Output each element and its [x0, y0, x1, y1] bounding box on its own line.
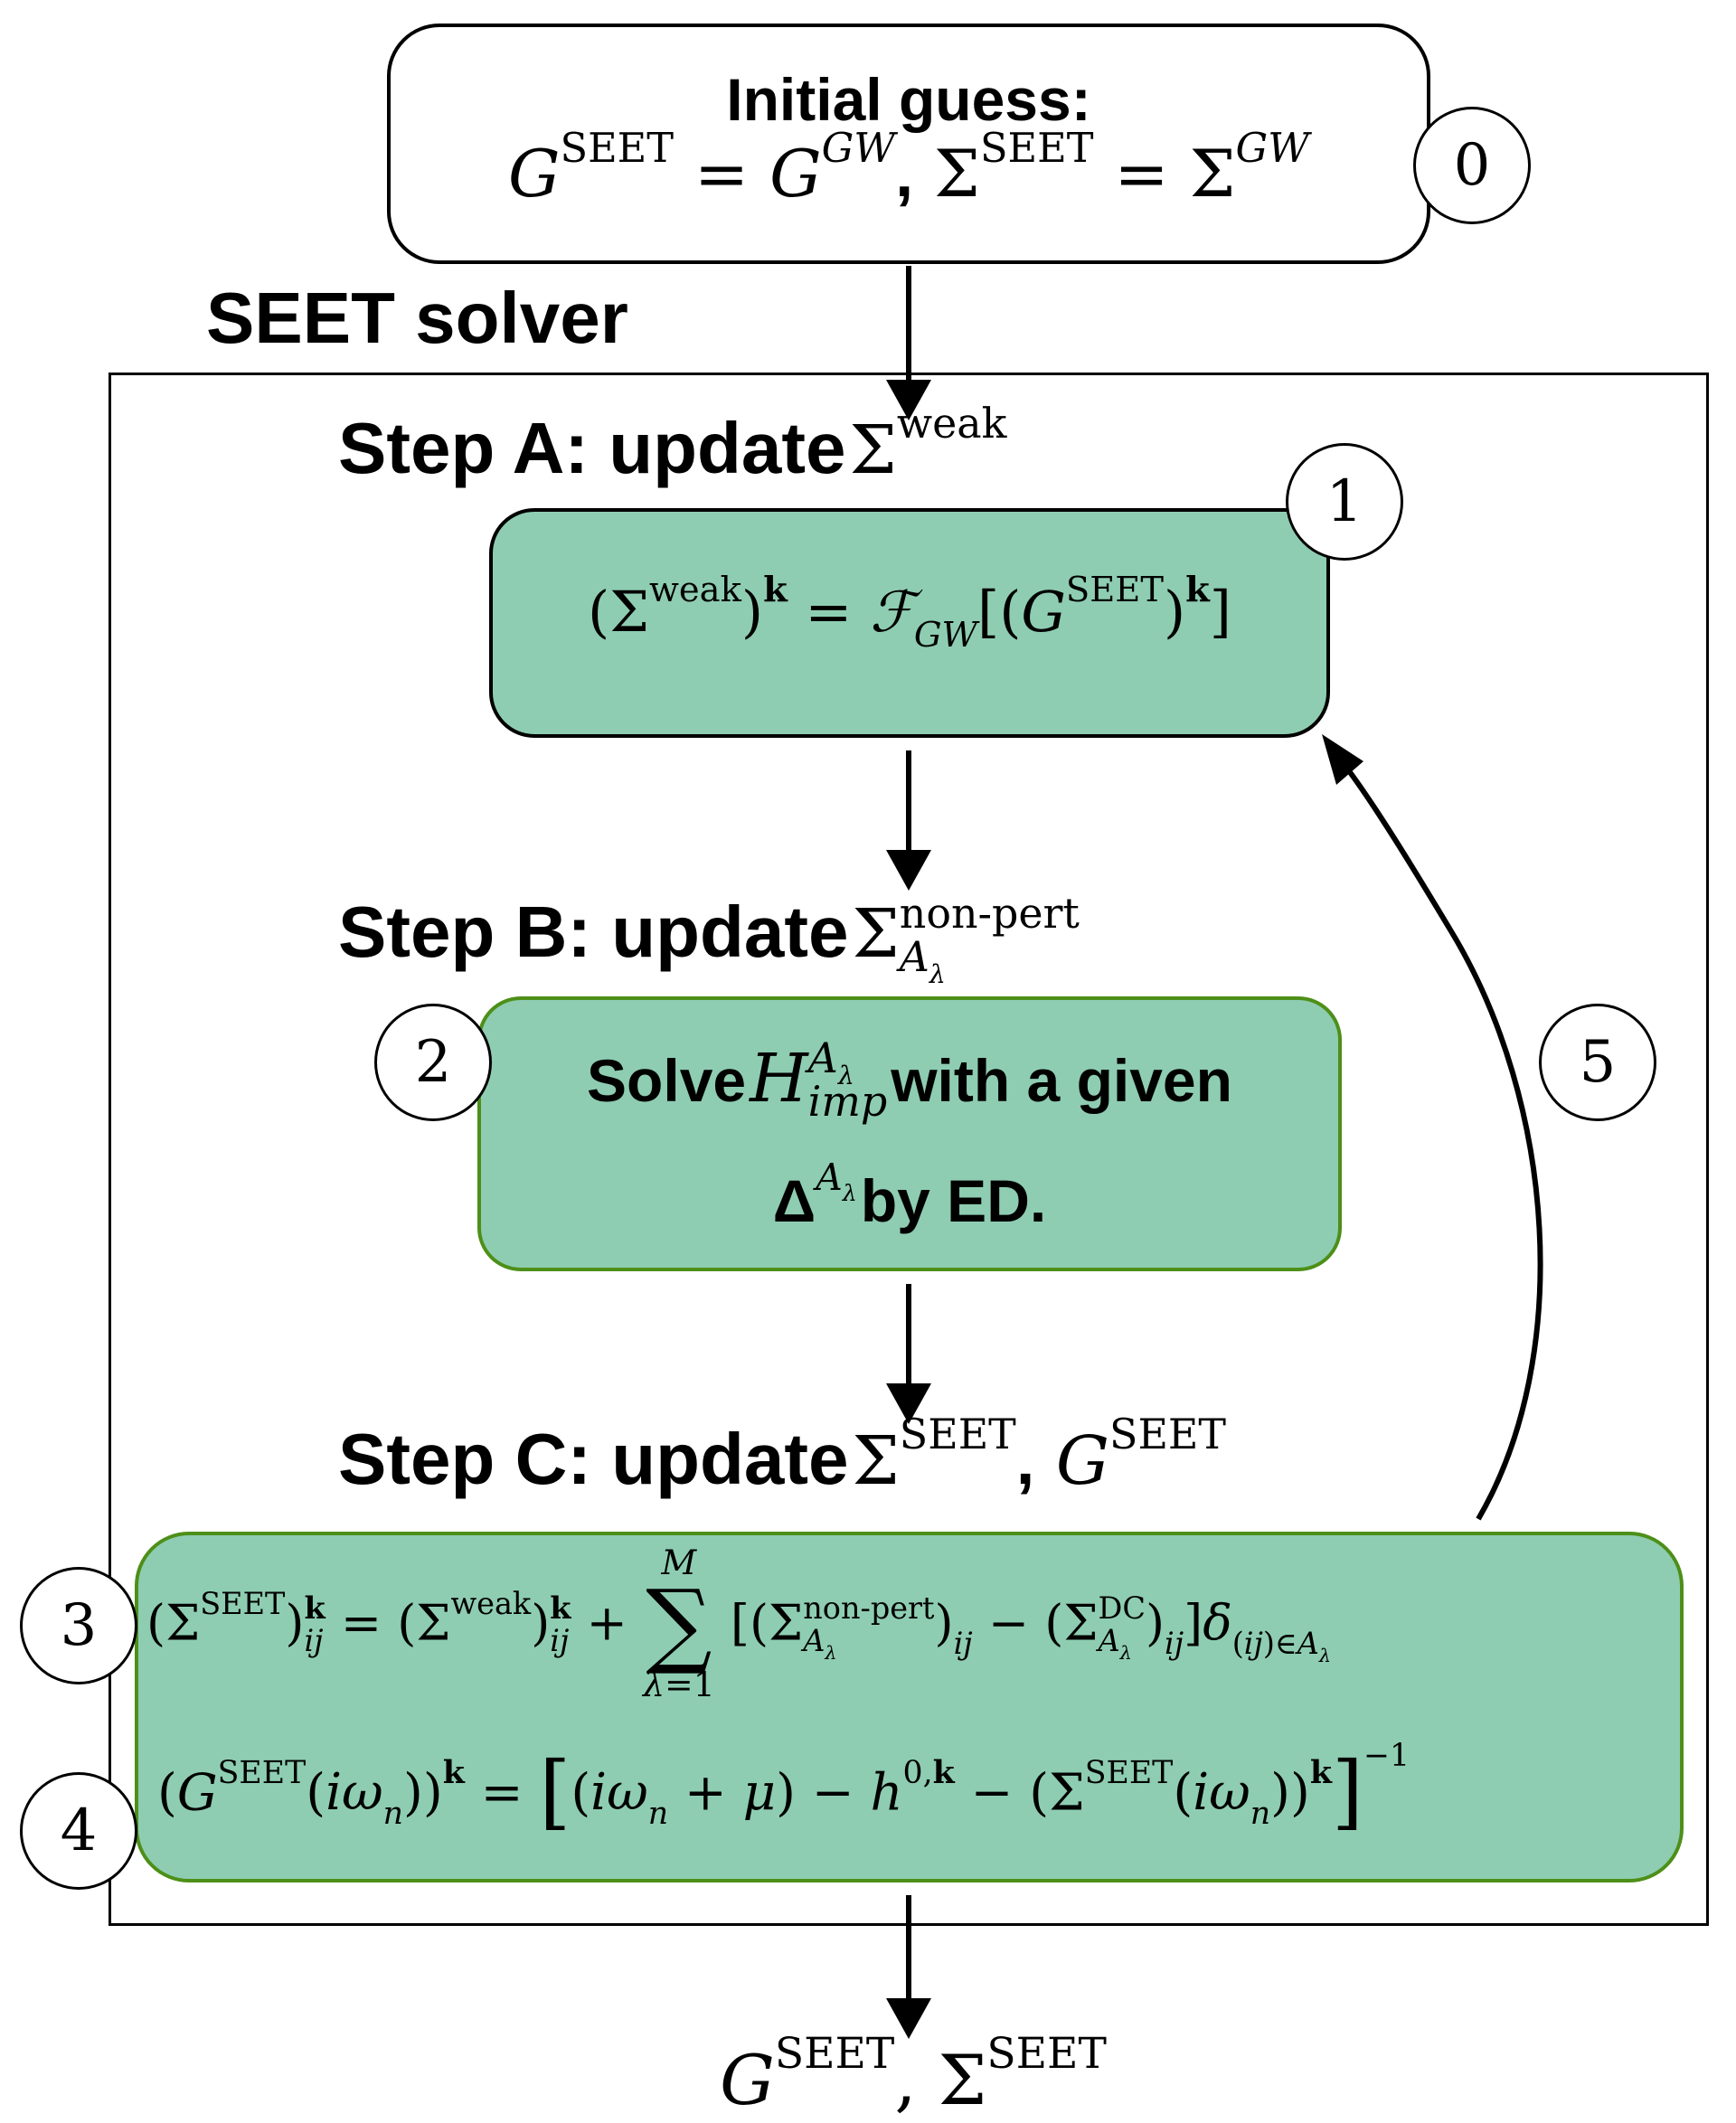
- step-circle-0: 0: [1413, 107, 1531, 224]
- step-b-box: [477, 996, 1342, 1271]
- step-a-heading-text: Step A: update: [338, 408, 846, 488]
- step-circle-1: 1: [1286, 443, 1403, 561]
- step-b-line-2: ΔAλ by ED.: [495, 1156, 1324, 1235]
- step-circle-3: 3: [20, 1567, 137, 1684]
- step-a-equation: (Σweak)k = ℱGW[(GSEET)k]: [588, 570, 1231, 656]
- step-a-heading: Step A: update Σweak: [338, 399, 1007, 490]
- step-circle-5: 5: [1539, 1004, 1656, 1121]
- seet-solver-title: SEET solver: [206, 278, 628, 358]
- arrow-step-a-to-step-b: [886, 750, 931, 891]
- initial-guess-title: Initial guess:: [726, 66, 1091, 133]
- arrow-step-b-to-step-c: [886, 1284, 931, 1424]
- step-b-solve-text: Solve: [587, 1047, 747, 1115]
- step-c-heading-text: Step C: update: [338, 1419, 849, 1499]
- loop-arrow-step-c-to-step-a: [1322, 734, 1543, 1521]
- step-b-by-text: by ED.: [860, 1167, 1047, 1234]
- step-c-heading-symbol: ΣSEET, GSEET: [852, 1410, 1227, 1500]
- seet-solver-frame: [108, 373, 1709, 1926]
- step-a-heading-symbol: Σweak: [849, 399, 1007, 489]
- initial-guess-box: [387, 24, 1430, 264]
- step-b-with-text: with a given: [891, 1047, 1232, 1115]
- step-a-box: [489, 508, 1330, 738]
- arrow-output: [886, 1895, 931, 2039]
- step-b-heading-text: Step B: update: [338, 892, 849, 972]
- output-label: GSEET, ΣSEET: [720, 2028, 1107, 2120]
- arrow-initial-to-step-a: [886, 266, 931, 420]
- step-c-heading: Step C: update ΣSEET, GSEET: [338, 1410, 1227, 1501]
- step-circle-2: 2: [374, 1004, 492, 1121]
- step-c-equation-green-function: (GSEET(iωn))k = [(iωn + μ) − h0,k − (ΣSE…: [157, 1737, 1410, 1839]
- step-b-delta: ΔAλ: [772, 1156, 857, 1234]
- initial-guess-equation: GSEET = GGW, ΣSEET = ΣGW: [508, 125, 1309, 212]
- step-circle-4: 4: [20, 1772, 137, 1890]
- step-c-box: [135, 1532, 1684, 1882]
